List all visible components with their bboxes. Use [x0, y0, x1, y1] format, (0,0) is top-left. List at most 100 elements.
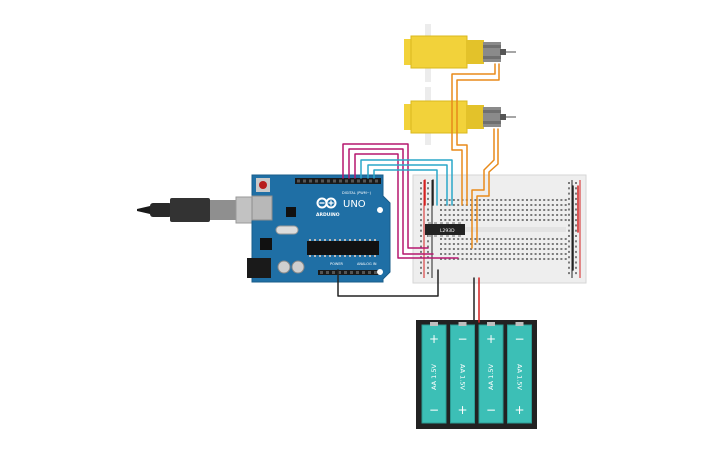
breadboard-hole[interactable]: [504, 199, 507, 201]
breadboard-hole[interactable]: [470, 243, 473, 245]
breadboard-hole[interactable]: [551, 204, 554, 206]
breadboard-hole[interactable]: [560, 219, 563, 221]
pin-hole[interactable]: [309, 179, 312, 183]
wire-magenta-1[interactable]: [342, 143, 429, 249]
breadboard-hole[interactable]: [513, 238, 516, 240]
rail-hole[interactable]: [420, 224, 422, 227]
breadboard-hole[interactable]: [444, 238, 447, 240]
breadboard-hole[interactable]: [556, 204, 559, 206]
breadboard-hole[interactable]: [547, 253, 550, 255]
breadboard-hole[interactable]: [491, 204, 494, 206]
rail-hole[interactable]: [575, 224, 577, 227]
breadboard-hole[interactable]: [478, 243, 481, 245]
rail-hole[interactable]: [575, 187, 577, 190]
breadboard-hole[interactable]: [495, 243, 498, 245]
breadboard-hole[interactable]: [551, 219, 554, 221]
breadboard-hole[interactable]: [495, 238, 498, 240]
rail-hole[interactable]: [575, 240, 577, 243]
breadboard-hole[interactable]: [526, 248, 528, 250]
breadboard-hole[interactable]: [526, 204, 528, 206]
breadboard-hole[interactable]: [526, 243, 528, 245]
breadboard-hole[interactable]: [457, 214, 460, 216]
breadboard-hole[interactable]: [448, 199, 451, 201]
breadboard-hole[interactable]: [457, 253, 460, 255]
breadboard-hole[interactable]: [483, 248, 485, 250]
wire-magenta-3[interactable]: [354, 153, 459, 259]
breadboard-hole[interactable]: [534, 253, 537, 255]
breadboard-hole[interactable]: [448, 253, 451, 255]
rail-hole[interactable]: [427, 219, 429, 222]
rail-hole[interactable]: [427, 197, 429, 200]
breadboard-hole[interactable]: [513, 199, 516, 201]
breadboard-hole[interactable]: [543, 258, 546, 260]
breadboard-hole[interactable]: [517, 258, 520, 260]
breadboard-hole[interactable]: [504, 253, 507, 255]
breadboard-hole[interactable]: [478, 219, 481, 221]
breadboard-hole[interactable]: [487, 199, 490, 201]
breadboard-hole[interactable]: [470, 214, 473, 216]
breadboard-hole[interactable]: [465, 238, 468, 240]
breadboard-hole[interactable]: [483, 238, 485, 240]
breadboard-hole[interactable]: [487, 258, 490, 260]
breadboard-hole[interactable]: [491, 248, 494, 250]
breadboard-hole[interactable]: [470, 209, 473, 211]
pin-hole[interactable]: [320, 271, 323, 274]
breadboard-hole[interactable]: [534, 214, 537, 216]
breadboard-hole[interactable]: [491, 214, 494, 216]
breadboard-hole[interactable]: [495, 248, 498, 250]
breadboard-hole[interactable]: [547, 219, 550, 221]
breadboard-hole[interactable]: [444, 219, 447, 221]
pin-hole[interactable]: [315, 179, 318, 183]
breadboard-hole[interactable]: [474, 243, 477, 245]
breadboard-hole[interactable]: [543, 219, 546, 221]
rail-hole[interactable]: [575, 229, 577, 232]
breadboard-hole[interactable]: [483, 243, 485, 245]
breadboard-hole[interactable]: [465, 243, 468, 245]
rail-hole[interactable]: [568, 266, 570, 269]
breadboard-hole[interactable]: [461, 258, 464, 260]
rail-hole[interactable]: [420, 208, 422, 211]
breadboard-hole[interactable]: [517, 238, 520, 240]
breadboard-hole[interactable]: [495, 258, 498, 260]
breadboard-hole[interactable]: [491, 209, 494, 211]
breadboard-hole[interactable]: [452, 209, 455, 211]
breadboard-hole[interactable]: [564, 199, 567, 201]
pin-hole[interactable]: [362, 271, 365, 274]
rail-hole[interactable]: [568, 197, 570, 200]
breadboard-hole[interactable]: [560, 248, 563, 250]
breadboard-hole[interactable]: [556, 243, 559, 245]
breadboard-hole[interactable]: [461, 243, 464, 245]
breadboard-hole[interactable]: [543, 248, 546, 250]
breadboard-hole[interactable]: [491, 199, 494, 201]
rail-hole[interactable]: [420, 235, 422, 237]
breadboard-hole[interactable]: [551, 243, 554, 245]
breadboard-hole[interactable]: [448, 219, 451, 221]
breadboard-hole[interactable]: [564, 209, 567, 211]
breadboard-hole[interactable]: [504, 204, 507, 206]
breadboard-hole[interactable]: [543, 253, 546, 255]
rail-hole[interactable]: [568, 229, 570, 232]
rail-hole[interactable]: [427, 256, 429, 259]
breadboard-hole[interactable]: [478, 199, 481, 201]
breadboard-hole[interactable]: [457, 204, 460, 206]
breadboard-hole[interactable]: [448, 204, 451, 206]
breadboard-hole[interactable]: [478, 209, 481, 211]
breadboard-hole[interactable]: [534, 204, 537, 206]
pin-hole[interactable]: [333, 179, 336, 183]
breadboard-hole[interactable]: [534, 199, 537, 201]
breadboard-hole[interactable]: [556, 209, 559, 211]
breadboard-hole[interactable]: [551, 258, 554, 260]
breadboard-hole[interactable]: [547, 248, 550, 250]
breadboard-hole[interactable]: [543, 243, 546, 245]
breadboard-hole[interactable]: [483, 199, 485, 201]
breadboard-hole[interactable]: [538, 209, 541, 211]
breadboard-hole[interactable]: [551, 214, 554, 216]
breadboard-hole[interactable]: [487, 204, 490, 206]
breadboard-hole[interactable]: [530, 209, 533, 211]
breadboard-hole[interactable]: [465, 209, 468, 211]
breadboard-hole[interactable]: [526, 199, 528, 201]
breadboard-hole[interactable]: [487, 243, 490, 245]
breadboard-hole[interactable]: [538, 238, 541, 240]
breadboard-hole[interactable]: [452, 199, 455, 201]
breadboard-hole[interactable]: [448, 238, 451, 240]
